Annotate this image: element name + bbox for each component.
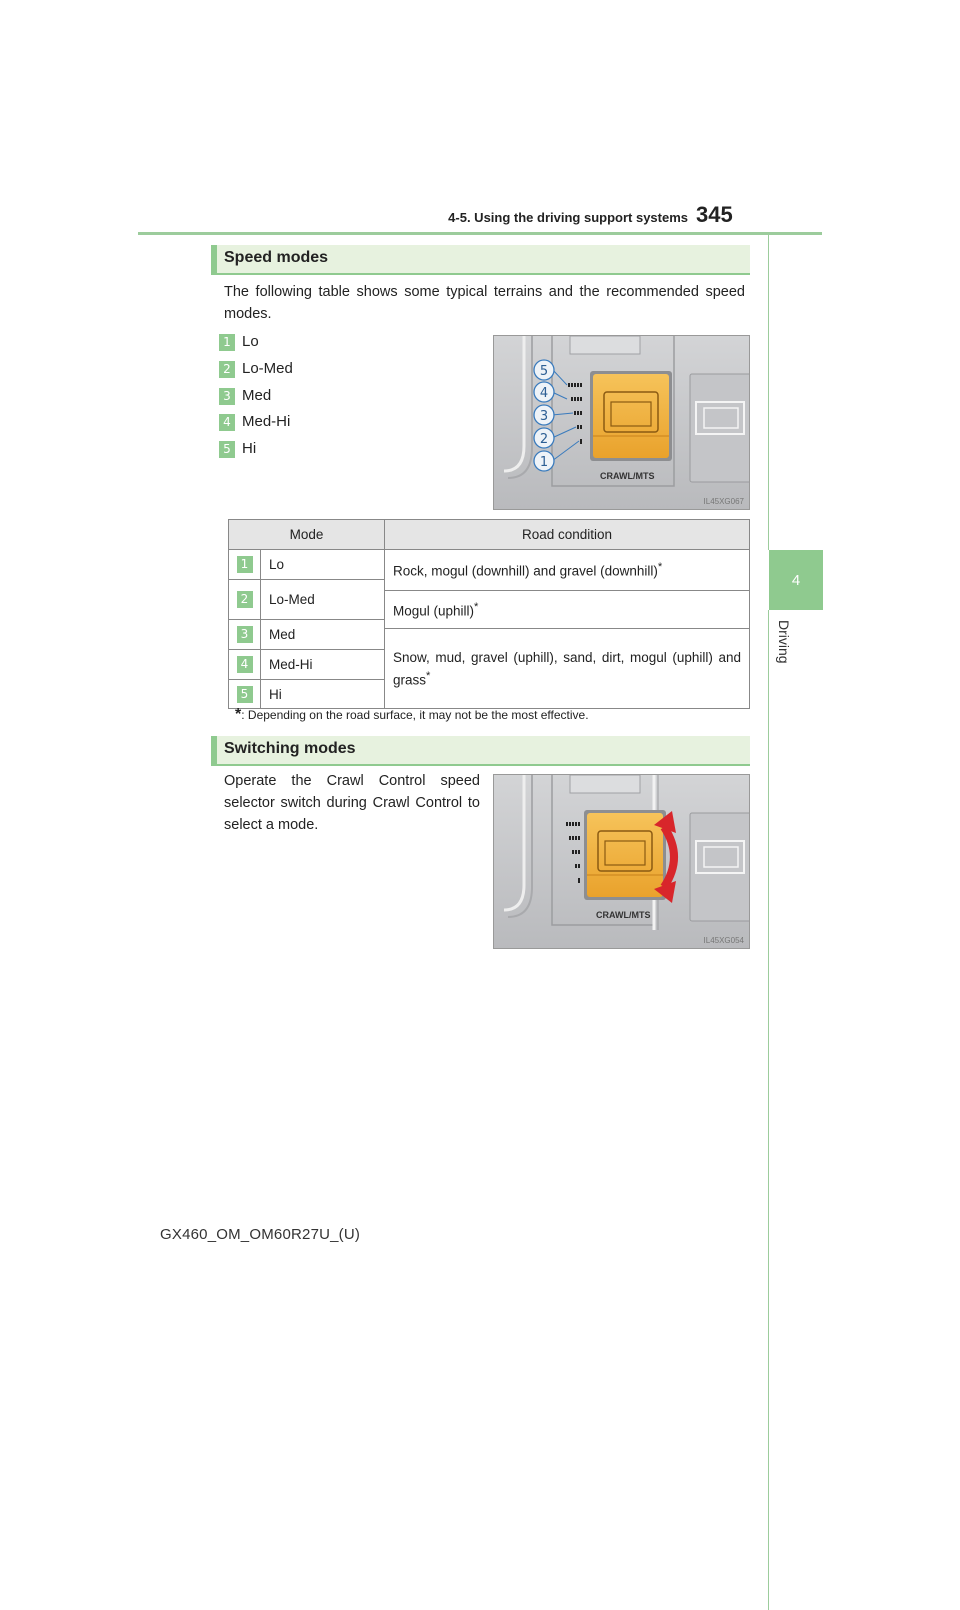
list-item-label: Lo-Med [242, 360, 293, 377]
switching-modes-drawing: CRAWL/MTS IL45XG054 [494, 775, 749, 948]
table-row: Mogul (uphill)* [229, 590, 750, 629]
list-item-label: Med [242, 387, 272, 404]
condition-text: Mogul (uphill) [393, 603, 475, 619]
callout-number: 2 [540, 432, 548, 447]
speed-selector-drawing: CRAWL/MTS 5 4 3 2 1 IL45XG067 [494, 336, 749, 509]
table-row: 5 Hi [228, 679, 750, 709]
table-row: Snow, mud, gravel (uphill), sand, dirt, … [229, 628, 750, 709]
chapter-label-text: Driving [776, 620, 792, 664]
table-row: 2 Lo-Med [228, 579, 750, 620]
table-cell-number: 3 [228, 619, 261, 650]
switching-paragraph: Operate the Crawl Control speed selector… [224, 773, 480, 833]
table-header-row: Mode Road condition [228, 519, 750, 550]
asterisk: * [426, 669, 431, 682]
number-badge: 3 [236, 626, 253, 643]
number-badge: 5 [219, 441, 235, 458]
number-badge: 2 [236, 591, 253, 608]
chapter-tab: 4 [769, 550, 823, 610]
table-cell-mode: Lo-Med [260, 579, 385, 620]
number-badge: 2 [219, 361, 235, 378]
callout-number: 4 [540, 386, 548, 401]
list-item: 5 Hi [219, 440, 256, 460]
header-divider [138, 232, 822, 235]
section-underline [211, 273, 750, 275]
table-cell-number: 1 [228, 549, 261, 580]
intro-paragraph: The following table shows some typical t… [224, 284, 745, 322]
section-underline [211, 764, 750, 766]
switch-label: CRAWL/MTS [600, 471, 655, 481]
table-cell-number: 5 [228, 679, 261, 709]
section-header-speed-modes: Speed modes [211, 245, 750, 274]
switching-modes-illustration: CRAWL/MTS IL45XG054 [493, 774, 750, 949]
side-divider [768, 235, 769, 550]
footnote-mark: * [235, 706, 242, 723]
footnote: *: Depending on the road surface, it may… [235, 706, 589, 724]
speed-mode-table: Mode Road condition 1 Lo Rock, mogul (do… [228, 519, 750, 709]
side-divider [768, 610, 769, 1610]
list-item-label: Lo [242, 333, 259, 350]
asterisk: * [474, 600, 479, 613]
image-code: IL45XG054 [704, 936, 745, 945]
list-item: 2 Lo-Med [219, 360, 293, 380]
table-cell-mode: Med [260, 619, 385, 650]
condition-text: Snow, mud, gravel (uphill), sand, dirt, … [393, 649, 741, 688]
condition-text: Rock, mogul (downhill) and gravel (downh… [393, 563, 658, 579]
table-row: 4 Med-Hi [228, 649, 750, 680]
callout-number: 3 [540, 409, 548, 424]
number-badge: 5 [236, 685, 253, 703]
chapter-number: 4 [791, 571, 801, 589]
table-header-mode: Mode [228, 519, 385, 550]
list-item: 3 Med [219, 387, 271, 407]
document-code: GX460_OM_OM60R27U_(U) [160, 1226, 361, 1243]
number-badge: 1 [219, 334, 235, 351]
table-cell-condition: Mogul (uphill)* [384, 590, 750, 629]
chapter-label: Driving [764, 620, 824, 680]
list-item-label: Med-Hi [242, 413, 291, 430]
number-badge: 4 [236, 656, 253, 673]
table-cell-condition: Snow, mud, gravel (uphill), sand, dirt, … [384, 628, 750, 709]
table-cell-mode: Lo [260, 549, 385, 580]
callout-number: 1 [540, 455, 548, 470]
direction-arrow-icon [660, 824, 678, 890]
page-number: 345 [696, 202, 733, 227]
table-cell-mode: Hi [260, 679, 385, 709]
callout-number: 5 [540, 364, 548, 379]
table-cell-number: 4 [228, 649, 261, 680]
speed-selector-illustration: CRAWL/MTS 5 4 3 2 1 IL45XG067 [493, 335, 750, 510]
section-heading: Switching modes [224, 740, 356, 757]
list-item: 1 Lo [219, 333, 259, 353]
section-title: 4-5. Using the driving support systems [448, 210, 688, 225]
section-header-switching-modes: Switching modes [211, 736, 750, 765]
list-item-label: Hi [242, 440, 257, 457]
footnote-text: : Depending on the road surface, it may … [241, 708, 589, 722]
table-cell-mode: Med-Hi [260, 649, 385, 680]
table-cell-number: 2 [228, 579, 261, 620]
section-heading: Speed modes [224, 249, 329, 266]
table-row: 1 Lo Rock, mogul (downhill) and gravel (… [228, 549, 750, 591]
image-code: IL45XG067 [704, 497, 745, 506]
table-cell-condition: Rock, mogul (downhill) and gravel (downh… [384, 549, 750, 591]
table-header-road-condition: Road condition [384, 519, 750, 550]
asterisk: * [657, 561, 663, 574]
number-badge: 4 [219, 414, 235, 431]
list-item: 4 Med-Hi [219, 413, 290, 433]
number-badge: 3 [219, 388, 235, 405]
number-badge: 1 [236, 556, 253, 573]
switch-label: CRAWL/MTS [596, 910, 651, 920]
